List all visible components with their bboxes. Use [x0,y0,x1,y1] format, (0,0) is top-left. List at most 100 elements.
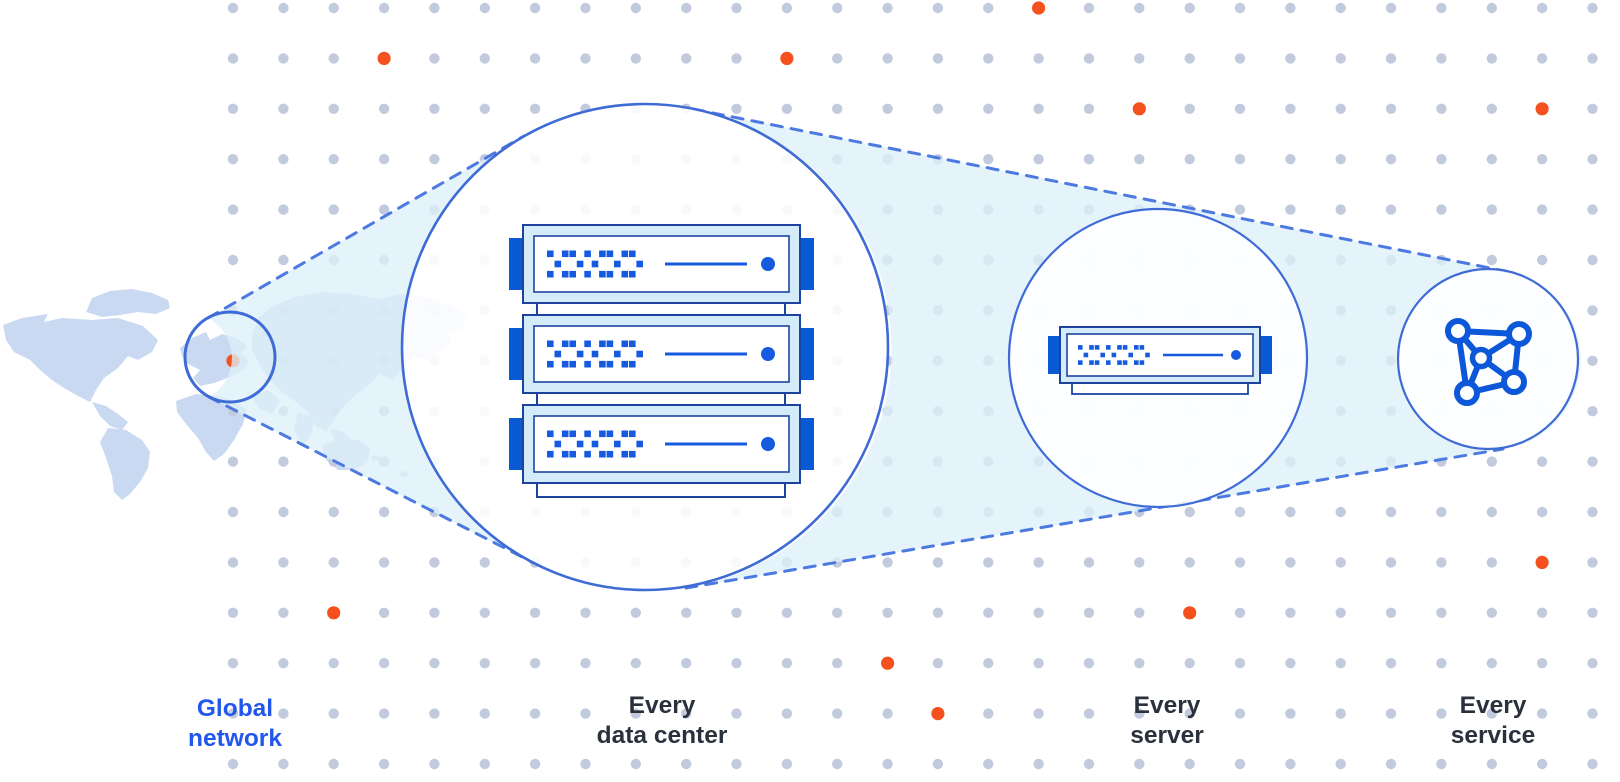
cone-map-to-datacenter [208,136,534,563]
grid-dot [630,758,641,770]
grid-dot [1033,557,1044,568]
grid-dot [378,2,390,14]
grid-dot [681,2,692,14]
server-led-matrix-dot [1089,360,1094,365]
grid-dot [1083,557,1095,568]
grid-dot [1536,456,1548,467]
server-indicator-dot [761,437,775,451]
grid-dot [278,53,289,64]
grid-dot [1134,154,1145,165]
server-led-matrix-dot [606,360,614,368]
grid-dot [630,607,641,618]
mesh-node-tr [1506,321,1532,347]
grid-dot [227,2,239,14]
grid-dot [832,758,843,770]
grid-dot [932,2,944,14]
grid-dot [479,557,490,568]
grid-dot [429,53,440,64]
server-led-matrix-dot [621,340,629,348]
orange-grid-dot [1032,1,1046,15]
server-led-matrix-dot [569,340,576,348]
grid-dot [1536,607,1548,618]
mesh-node-br [1501,369,1527,395]
grid-dot [731,103,742,115]
server-led-matrix-dot [606,430,614,438]
grid-dot [983,53,994,64]
grid-dot [1536,708,1548,719]
server-right-tab [1259,336,1272,374]
single-server [1048,326,1272,395]
server-led-matrix-dot [606,250,614,258]
grid-dot [731,708,742,719]
grid-dot [1385,53,1397,64]
server-led-matrix-dot [621,250,629,258]
grid-dot [1335,204,1346,215]
grid-dot [479,708,490,719]
grid-dot [328,708,339,719]
grid-dot [479,2,490,14]
server-face-panel [1066,333,1254,377]
grid-dot [1587,758,1598,770]
grid-dot [1335,758,1346,770]
grid-dot [983,103,994,115]
dashed-line-lower-left [207,395,536,565]
grid-dot [1285,758,1296,770]
grid-dot [630,658,641,669]
grid-dot [681,708,692,719]
server-right-tab [799,418,814,470]
grid-dot [1184,2,1195,14]
grid-dot [1587,557,1598,568]
grid-dot [1083,758,1095,770]
grid-dot [832,53,843,64]
grid-dot [1486,758,1498,770]
grid-dot [429,2,440,14]
grid-dot [378,506,390,518]
grid-dot [1436,708,1447,719]
grid-dot [1234,204,1246,215]
grid-dot [1083,2,1095,14]
grid-dot [1184,758,1195,770]
grid-dot [278,708,289,719]
grid-dot [1536,658,1548,669]
grid-dot [328,103,339,115]
grid-dot [1587,254,1598,266]
server-face-panel [533,325,790,383]
grid-dot [479,658,490,669]
continent-central-america [92,402,128,430]
grid-dot [1385,103,1397,115]
grid-dot [227,557,239,568]
grid-dot [1385,658,1397,669]
caption-service-line1: Every [1460,692,1527,719]
grid-dot [832,2,843,14]
grid-dot [1033,607,1044,618]
grid-dot [1234,2,1246,14]
server-led-matrix-dot [561,340,569,348]
grid-dot [1486,204,1498,215]
grid-dot [1587,406,1598,417]
grid-dot [1335,103,1346,115]
grid-dot [1486,658,1498,669]
server-led-matrix-dot [547,360,554,368]
grid-dot [1335,557,1346,568]
rack-base [536,482,786,498]
grid-dot [1234,758,1246,770]
grid-dot [1536,758,1548,770]
continent-north-america [3,314,158,402]
grid-dot [1587,53,1598,64]
grid-dot [1134,607,1145,618]
grid-dot [1587,305,1598,316]
grid-dot [1083,658,1095,669]
caption-global-network: Global network [188,695,282,752]
grid-dot [429,708,440,719]
grid-dot [227,758,239,770]
grid-dot [1436,154,1447,165]
grid-dot [681,607,692,618]
server-led-matrix-dot [1117,345,1122,350]
grid-dot [1486,607,1498,618]
server-left-tab [1048,336,1061,374]
grid-dot [1234,103,1246,115]
mesh-node-tl [1445,318,1471,344]
continent-south-america [100,428,150,500]
grid-dot [1436,204,1447,215]
server-indicator-dot [1231,350,1241,360]
